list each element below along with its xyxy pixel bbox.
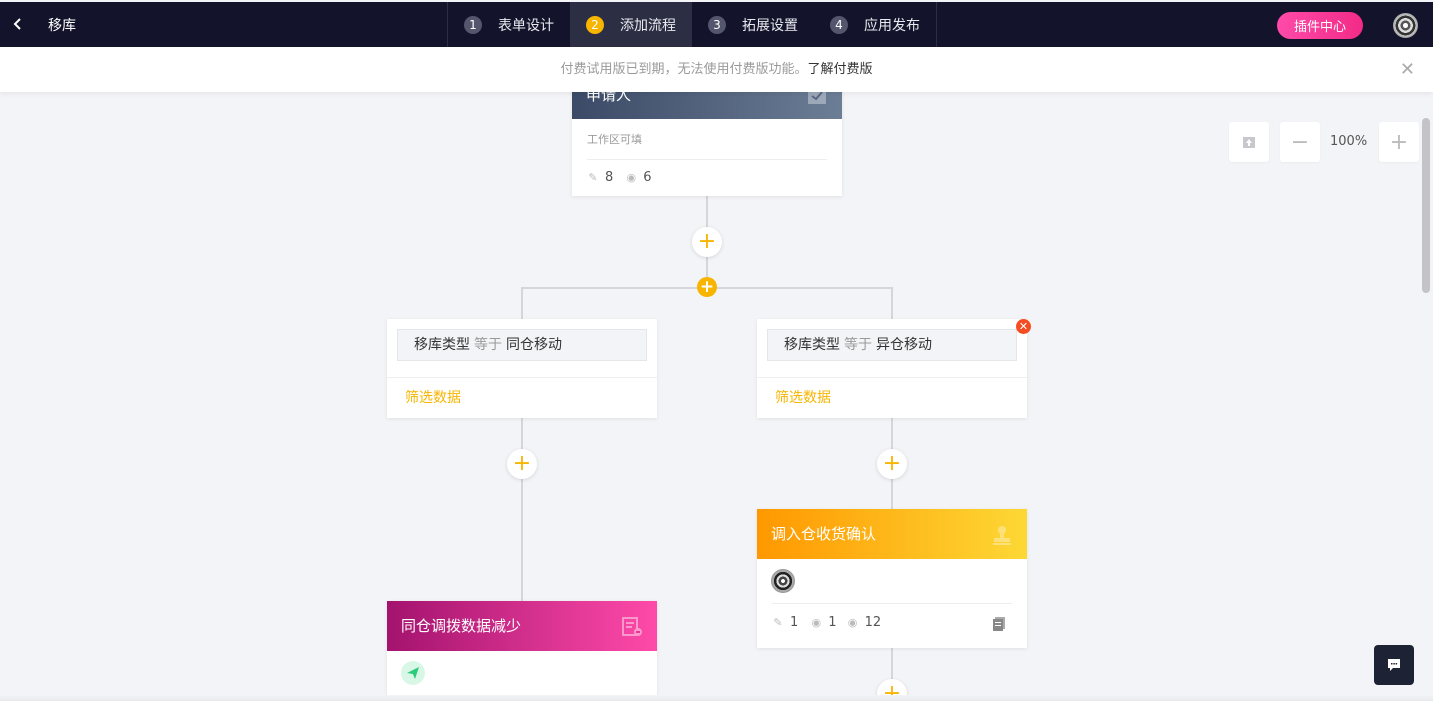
app-title: 移库 <box>48 18 76 34</box>
view-count-a: 1 <box>828 615 837 630</box>
condition-value: 同仓移动 <box>506 337 562 353</box>
receipt-confirm-node[interactable]: 调入仓收货确认 ✎ 1 ◉ 1 ◉ 12 <box>757 509 1027 648</box>
condition-value: 异仓移动 <box>876 337 932 353</box>
divider <box>757 377 1027 378</box>
condition-operator: 等于 <box>474 337 502 353</box>
user-avatar[interactable] <box>1393 13 1418 38</box>
step-number: 3 <box>708 15 726 34</box>
upload-image-icon <box>1243 137 1255 148</box>
eye-off-icon: ◉ <box>811 615 822 629</box>
step-tabs: 1 表单设计 2 添加流程 3 拓展设置 4 应用发布 <box>447 2 937 47</box>
send-icon <box>401 661 425 685</box>
plus-icon: + <box>697 229 717 254</box>
connector-line <box>891 287 893 320</box>
trial-expired-notice: 付费试用版已到期，无法使用付费版功能。了解付费版 ✕ <box>0 47 1433 92</box>
step-number: 2 <box>586 15 604 34</box>
step-label: 拓展设置 <box>742 17 798 34</box>
filter-data-link[interactable]: 筛选数据 <box>405 390 461 406</box>
edit-count: 1 <box>790 615 799 630</box>
delete-branch-button[interactable]: ✕ <box>1016 319 1031 334</box>
form-check-icon <box>808 88 826 104</box>
node-header: 调入仓收货确认 <box>757 509 1027 559</box>
plus-icon: + <box>1389 129 1409 155</box>
step-label: 添加流程 <box>620 17 676 34</box>
add-node-button[interactable]: + <box>507 449 537 479</box>
notice-text: 付费试用版已到期，无法使用付费版功能。 <box>560 62 808 77</box>
chat-icon <box>1388 659 1400 671</box>
tab-form-design[interactable]: 1 表单设计 <box>448 2 570 47</box>
plus-icon: + <box>512 451 532 476</box>
pencil-icon: ✎ <box>773 615 783 629</box>
eye-icon: ◉ <box>626 170 637 184</box>
reduce-data-node[interactable]: 同仓调拨数据减少 <box>387 601 657 701</box>
add-node-button[interactable]: + <box>692 227 722 257</box>
divider <box>587 159 827 160</box>
chat-support-button[interactable] <box>1374 645 1414 685</box>
connector-line <box>521 287 523 320</box>
node-body <box>387 651 657 695</box>
pencil-icon: ✎ <box>588 170 598 184</box>
document-icon <box>993 617 1005 631</box>
node-stats: ✎ 1 ◉ 1 ◉ 12 <box>757 604 1027 640</box>
approver-row <box>757 559 1027 603</box>
plugin-center-button[interactable]: 插件中心 <box>1277 12 1363 39</box>
step-label: 应用发布 <box>864 17 920 34</box>
plus-icon: + <box>882 451 902 476</box>
node-title: 同仓调拨数据减少 <box>401 617 522 635</box>
condition-box[interactable]: 移库类型等于同仓移动 <box>397 329 647 361</box>
export-image-button[interactable] <box>1229 122 1269 162</box>
bottom-shadow <box>0 695 1433 701</box>
list-minus-icon <box>622 617 642 636</box>
condition-field: 移库类型 <box>784 337 840 353</box>
connector-line <box>891 648 893 698</box>
node-header: 同仓调拨数据减少 <box>387 601 657 651</box>
scrollbar-thumb[interactable] <box>1422 118 1430 293</box>
tab-app-publish[interactable]: 4 应用发布 <box>814 2 936 47</box>
filter-data-link[interactable]: 筛选数据 <box>775 390 831 406</box>
zoom-in-button[interactable]: + <box>1379 122 1419 162</box>
step-number: 1 <box>464 15 482 34</box>
back-button[interactable] <box>10 14 26 34</box>
condition-box[interactable]: 移库类型等于异仓移动 <box>767 329 1017 361</box>
stamp-icon <box>993 526 1011 545</box>
approver-avatar <box>771 569 795 593</box>
top-bar: 移库 1 表单设计 2 添加流程 3 拓展设置 4 应用发布 插件中心 <box>0 2 1433 47</box>
edit-count: 8 <box>605 170 614 185</box>
minus-icon: − <box>1290 129 1310 155</box>
view-count-b: 12 <box>864 615 882 630</box>
node-stats: ✎ 8 ◉ 6 <box>572 160 842 195</box>
condition-branch-left[interactable]: 移库类型等于同仓移动 筛选数据 <box>387 319 657 418</box>
condition-field: 移库类型 <box>414 337 470 353</box>
step-label: 表单设计 <box>498 17 554 34</box>
close-icon: ✕ <box>1018 320 1029 333</box>
node-title: 调入仓收货确认 <box>771 525 877 543</box>
add-branch-button[interactable]: + <box>697 277 717 297</box>
connector-line <box>521 418 523 602</box>
eye-icon: ◉ <box>847 615 858 629</box>
chevron-left-icon <box>13 18 21 30</box>
zoom-out-button[interactable]: − <box>1280 122 1320 162</box>
condition-operator: 等于 <box>844 337 872 353</box>
divider <box>772 603 1012 604</box>
view-count: 6 <box>643 170 652 185</box>
step-number: 4 <box>830 15 848 34</box>
add-node-button[interactable]: + <box>877 449 907 479</box>
condition-branch-right[interactable]: 移库类型等于异仓移动 筛选数据 <box>757 319 1027 418</box>
node-subtitle: 工作区可填 <box>587 133 642 146</box>
close-icon[interactable]: ✕ <box>1399 59 1415 80</box>
divider <box>387 377 657 378</box>
zoom-level: 100% <box>1330 134 1368 149</box>
plus-icon: + <box>699 277 715 297</box>
tab-add-process[interactable]: 2 添加流程 <box>570 2 692 47</box>
learn-paid-link[interactable]: 了解付费版 <box>807 62 873 77</box>
tab-extension-settings[interactable]: 3 拓展设置 <box>692 2 814 47</box>
